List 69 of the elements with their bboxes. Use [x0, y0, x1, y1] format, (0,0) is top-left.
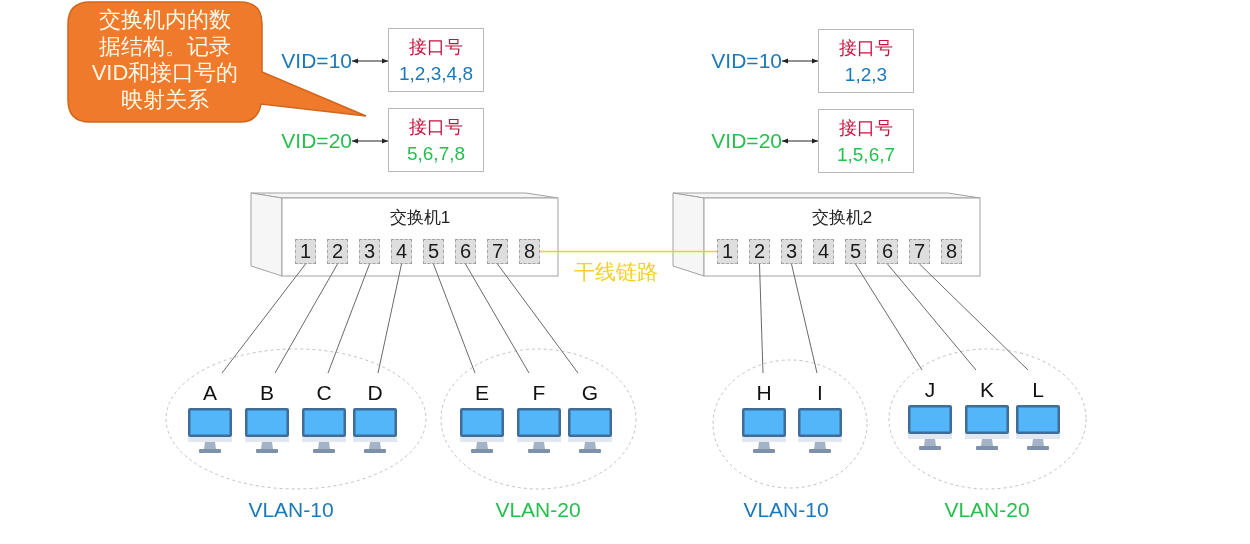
link-line	[887, 263, 977, 371]
table-heading: 接口号	[839, 39, 893, 57]
switch-port: 2	[749, 239, 770, 264]
host-label: H	[756, 382, 772, 403]
link-line	[759, 263, 764, 374]
port-list: 1,2,3,4,8	[399, 64, 473, 83]
switch-port: 1	[295, 239, 316, 264]
link-line	[274, 263, 338, 374]
vid-label: VID=10	[708, 49, 782, 73]
host-label: C	[316, 382, 332, 403]
switch-port: 1	[717, 239, 738, 264]
switch-port: 3	[359, 239, 380, 264]
vid-label: VID=20	[708, 129, 782, 153]
link-line	[919, 263, 1029, 371]
link-line	[377, 263, 402, 374]
switch-port: 5	[423, 239, 444, 264]
callout-text: 交换机内的数据结构。记录VID和接口号的映射关系	[90, 7, 240, 113]
switch-port: 8	[519, 239, 540, 264]
host-label: D	[367, 382, 383, 403]
vlan-label: VLAN-10	[248, 499, 334, 520]
vlan-label: VLAN-20	[495, 499, 581, 520]
host-label: A	[203, 382, 217, 403]
mapping-table-box	[388, 28, 484, 92]
double-arrow	[781, 58, 819, 64]
link-line	[327, 263, 370, 374]
switch-port: 3	[781, 239, 802, 264]
double-arrow	[351, 138, 389, 144]
edge-label: 干线链路	[572, 261, 660, 282]
table-heading: 接口号	[409, 38, 463, 56]
switch-port: 7	[909, 239, 930, 264]
switch-title: 交换机1	[389, 209, 451, 226]
switch-port: 7	[487, 239, 508, 264]
switch-port: 2	[327, 239, 348, 264]
host-label: G	[581, 382, 599, 403]
link-line	[465, 263, 530, 374]
vid-label: VID=10	[278, 49, 352, 73]
double-arrow	[351, 58, 389, 64]
link-line	[791, 263, 818, 374]
link-line	[433, 263, 476, 374]
switch-port: 6	[455, 239, 476, 264]
table-heading: 接口号	[409, 118, 463, 136]
host-label: F	[532, 382, 546, 403]
switch-title: 交换机2	[811, 209, 873, 226]
switch-port: 6	[877, 239, 898, 264]
host-label: B	[260, 382, 274, 403]
link-line	[497, 263, 579, 374]
table-heading: 接口号	[839, 119, 893, 137]
link-line	[855, 263, 923, 371]
host-label: J	[924, 379, 936, 400]
vlan-label: VLAN-10	[743, 499, 829, 520]
port-list: 1,2,3	[844, 65, 888, 84]
host-label: K	[980, 379, 994, 400]
mapping-table-box	[818, 109, 914, 173]
host-label: I	[817, 382, 823, 403]
host-label: E	[475, 382, 489, 403]
host-label: L	[1032, 379, 1044, 400]
port-list: 1,5,6,7	[836, 145, 896, 164]
switch-port: 8	[941, 239, 962, 264]
vid-label: VID=20	[278, 129, 352, 153]
link-line	[539, 250, 718, 253]
port-list: 5,6,7,8	[406, 144, 466, 163]
mapping-table-box	[388, 108, 484, 172]
switch-port: 4	[813, 239, 834, 264]
switch-port: 4	[391, 239, 412, 264]
link-line	[221, 263, 306, 374]
double-arrow	[781, 138, 819, 144]
vlan-label: VLAN-20	[944, 499, 1030, 520]
mapping-table-box	[818, 29, 914, 93]
switch-port: 5	[845, 239, 866, 264]
